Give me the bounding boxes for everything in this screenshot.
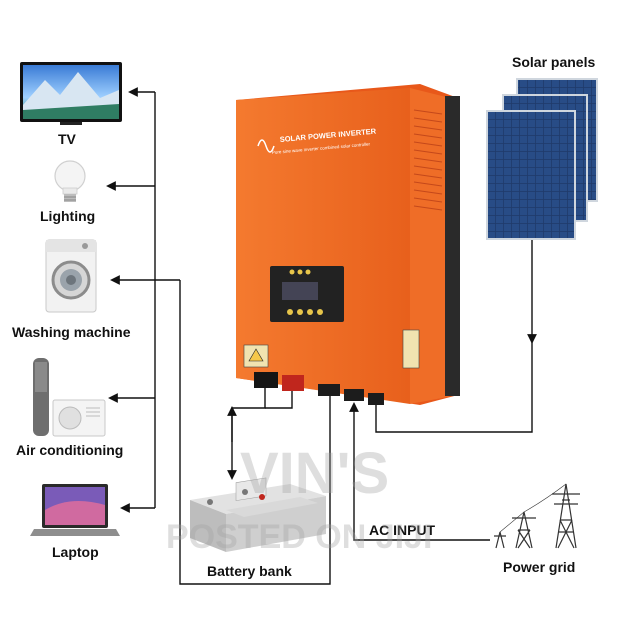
watermark-brand: VIN'S [240,441,390,506]
input-terminal [344,389,364,401]
watermark-posted: POSTED ON JIJI [166,518,433,556]
output-terminal [318,384,340,396]
appliance-label-air-conditioning: Air conditioning [16,442,124,458]
negative-terminal [254,372,278,388]
power-grid-label: Power grid [503,559,576,575]
air-conditioner-icon [33,358,106,437]
tv-icon [20,62,122,125]
appliance-label-lighting: Lighting [40,208,96,224]
battery-bank-label: Battery bank [207,563,292,579]
inverter-unit [236,84,460,405]
vent-grille [413,109,443,211]
wiring [106,87,537,585]
power-tower-icon [494,483,580,549]
pv-terminal [368,393,384,405]
ac-input-label: AC INPUT [369,522,436,538]
sine-logo-icon [257,139,275,153]
appliance-label-washing-machine: Washing machine [12,324,131,340]
arrow-battery-link [227,388,266,480]
positive-terminal [282,375,304,391]
light-bulb-icon [54,160,86,202]
battery-icon [190,477,326,552]
appliance-label-tv: TV [58,131,76,147]
laptop-icon [30,484,120,536]
appliance-label-laptop: Laptop [52,544,99,560]
spec-label [402,329,420,369]
arrow-ac-input [349,402,490,541]
solar-panel-icon [486,78,598,240]
solar-panels-label: Solar panels [512,54,596,70]
washing-machine-icon [45,239,97,313]
